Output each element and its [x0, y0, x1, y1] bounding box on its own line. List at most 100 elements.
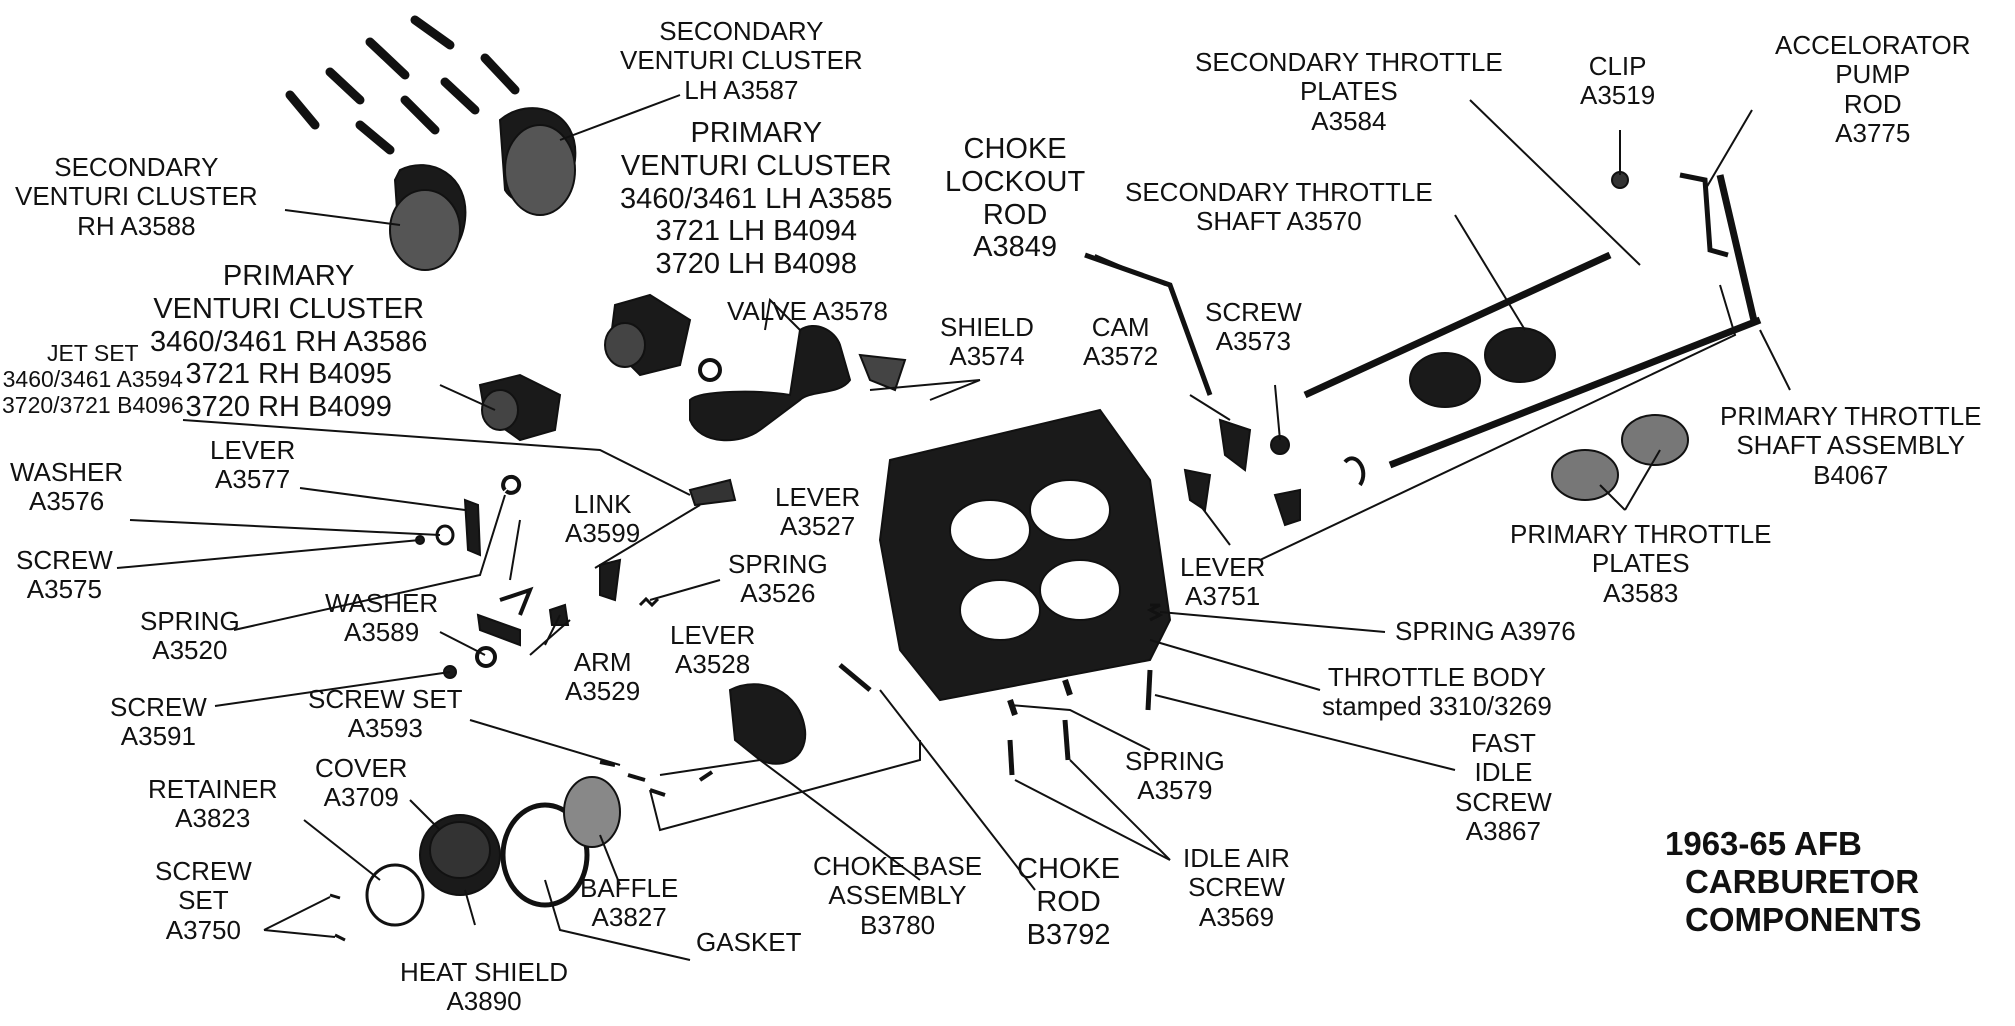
title-line: 1963-65 AFB: [1665, 825, 1862, 862]
cover-part: [419, 814, 501, 896]
label-line: A3577: [215, 464, 291, 495]
label-line: A3520: [152, 635, 228, 666]
label-line: IDLE AIR: [1183, 843, 1290, 873]
secondary-venturi-lh-part: [498, 107, 577, 216]
label-line: SCREW: [16, 545, 113, 575]
label-line: SCREW: [110, 692, 207, 722]
label-line: 3720 LH B4098: [655, 248, 858, 281]
label-line: ROD: [982, 198, 1048, 231]
label-line: LEVER: [775, 482, 861, 512]
label-line: LH A3587: [684, 74, 799, 105]
label-gasket: GASKET: [696, 927, 801, 957]
label-line: A3849: [973, 231, 1058, 264]
label-line: RETAINER: [148, 774, 278, 804]
label-line: A3573: [1215, 326, 1291, 357]
label-valve-a3578: VALVE A3578: [727, 296, 888, 326]
label-line: WASHER: [325, 588, 439, 618]
link-a3599-part: [499, 586, 534, 616]
label-line: FAST: [1470, 728, 1536, 758]
label-line: A3589: [343, 617, 420, 648]
label-line: stamped 3310/3269: [1322, 691, 1552, 722]
label-line: A3527: [780, 511, 856, 542]
washer-a3589-part: [475, 646, 497, 668]
throttle-body-part: [878, 408, 1172, 702]
label-line: B4067: [1813, 459, 1889, 490]
bowl-cover-screws: [285, 15, 520, 155]
label-line: SPRING: [1125, 746, 1225, 776]
label-line: HEAT SHIELD: [400, 957, 569, 987]
title-line: COMPONENTS: [1685, 900, 1922, 938]
label-line: A3591: [120, 721, 196, 752]
label-line: 3460/3461 RH A3586: [150, 325, 428, 358]
spring-a3526-part: [638, 596, 660, 608]
accelerator-pump-rod-part: [1679, 172, 1729, 258]
label-line: LEVER: [670, 620, 756, 650]
idle-air-screw-part-b: [1062, 719, 1071, 761]
label-line: PLATES: [1299, 76, 1398, 107]
label-line: A3751: [1185, 581, 1261, 612]
leader-lines: [116, 94, 1791, 961]
label-line: CHOKE: [963, 133, 1067, 165]
gasket-part: [500, 802, 590, 908]
lever-a3577-part: [463, 498, 482, 557]
label-line: THROTTLE BODY: [1327, 662, 1546, 692]
label-line: COVER: [315, 753, 408, 783]
choke-lockout-rod-part: [1084, 252, 1213, 396]
spring-a3579-part-a: [1007, 699, 1018, 716]
label-line: PRIMARY THROTTLE: [1720, 401, 1982, 431]
label-line: ASSEMBLY: [828, 880, 967, 911]
label-line: A3827: [591, 902, 667, 933]
label-line: SCREW SET: [308, 684, 463, 714]
label-line: A3572: [1083, 341, 1159, 372]
label-line: LINK: [573, 489, 632, 519]
label-line: VENTURI CLUSTER: [153, 292, 425, 325]
label-line: A3750: [165, 914, 241, 945]
label-line: SECONDARY THROTTLE: [1195, 47, 1503, 77]
arm-a3529-part: [476, 613, 521, 647]
label-line: A3576: [28, 486, 105, 517]
label-line: A3583: [1603, 577, 1679, 608]
label-line: SHAFT A3570: [1196, 206, 1362, 237]
label-line: SHIELD: [940, 312, 1034, 342]
label-line: 3460/3461 A3594: [2, 365, 183, 392]
primary-throttle-plates-part: [1551, 414, 1689, 501]
secondary-throttle-plates-part: [1409, 327, 1556, 408]
label-line: A3867: [1465, 816, 1541, 847]
label-line: SCREW: [1205, 297, 1302, 327]
label-line: LEVER: [1180, 552, 1266, 582]
label-line: RH A3588: [77, 210, 196, 241]
screw-set-a3593-part: [599, 760, 714, 797]
label-line: A3528: [675, 649, 751, 680]
label-line: JET SET: [47, 340, 139, 366]
label-line: SPRING: [728, 549, 828, 579]
primary-venturi-rh-part: [478, 373, 562, 442]
label-line: CHOKE BASE: [813, 851, 983, 881]
label-line: BAFFLE: [580, 873, 679, 903]
secondary-throttle-shaft-part: [1303, 251, 1612, 399]
label-line: 3720 RH B4099: [185, 391, 392, 424]
shield-part: [858, 353, 907, 392]
label-line: A3775: [1835, 118, 1911, 149]
label-line: A3584: [1311, 105, 1387, 136]
label-line: 3460/3461 LH A3585: [620, 182, 893, 215]
